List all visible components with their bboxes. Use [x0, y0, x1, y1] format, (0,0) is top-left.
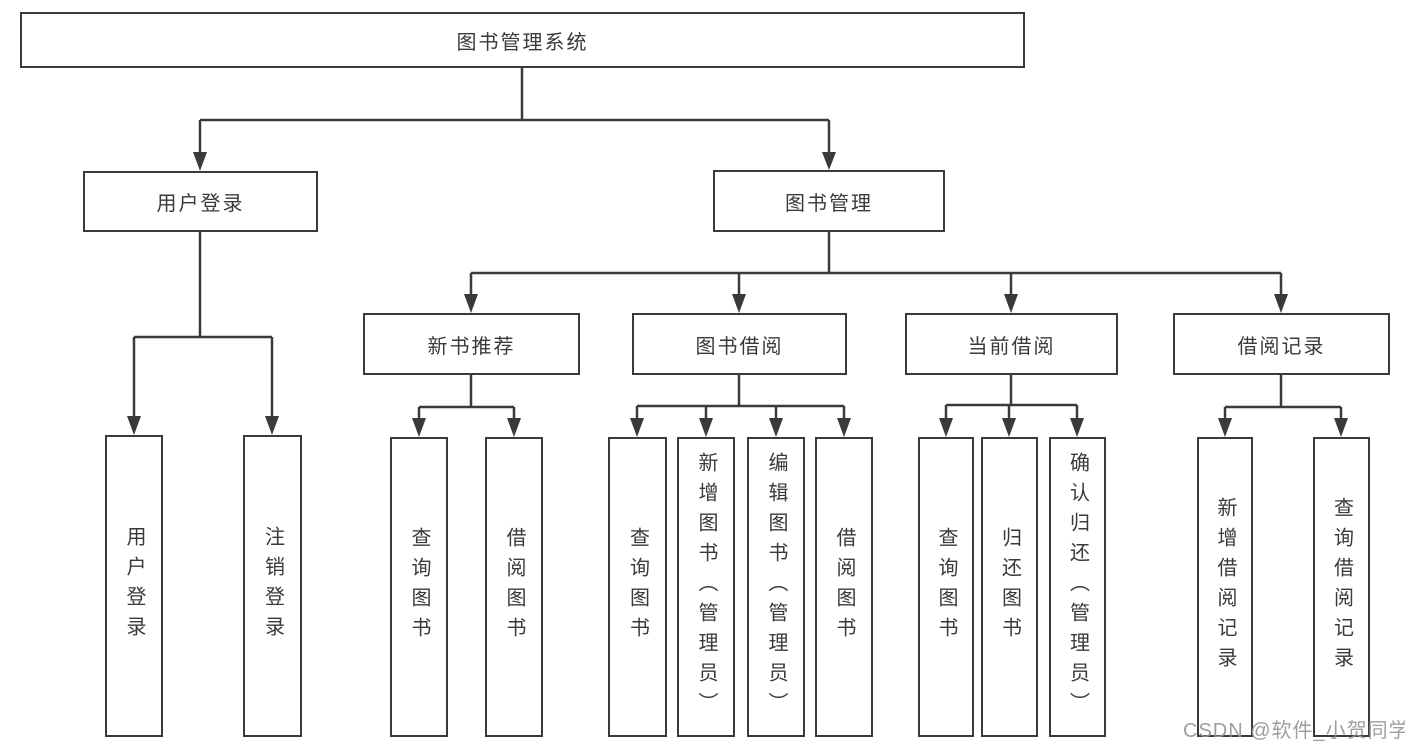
leaf-bookborrow-add: 新增图书（管理员）	[677, 437, 735, 737]
leaf-records-add: 新增借阅记录	[1197, 437, 1253, 737]
leaf-logout: 注销登录	[243, 435, 302, 737]
node-current-borrow: 当前借阅	[905, 313, 1118, 375]
connector-current-borrow-children	[939, 375, 1084, 437]
leaf-currentborrow-confirm: 确认归还（管理员）	[1049, 437, 1106, 737]
leaf-records-query: 查询借阅记录	[1313, 437, 1370, 737]
node-new-books: 新书推荐	[363, 313, 580, 375]
connector-root-to-level2	[193, 68, 836, 171]
leaf-newbooks-borrow: 借阅图书	[485, 437, 543, 737]
watermark: CSDN @软件_小贺同学	[1183, 720, 1405, 742]
connector-new-books-children	[412, 375, 521, 437]
leaf-currentborrow-return: 归还图书	[981, 437, 1038, 737]
leaf-bookborrow-edit: 编辑图书（管理员）	[747, 437, 805, 737]
leaf-currentborrow-query: 查询图书	[918, 437, 974, 737]
node-borrow-records: 借阅记录	[1173, 313, 1390, 375]
node-root: 图书管理系统	[20, 12, 1025, 68]
connector-book-borrow-children	[630, 375, 851, 437]
node-book-mgmt: 图书管理	[713, 170, 945, 232]
connector-book-mgmt-sections	[464, 232, 1288, 313]
leaf-bookborrow-borrow: 借阅图书	[815, 437, 873, 737]
leaf-user-login: 用户登录	[105, 435, 163, 737]
connector-user-login-children	[127, 232, 279, 435]
node-user-login: 用户登录	[83, 171, 318, 232]
node-book-borrow: 图书借阅	[632, 313, 847, 375]
connector-borrow-records-children	[1218, 375, 1348, 437]
leaf-newbooks-query: 查询图书	[390, 437, 448, 737]
leaf-bookborrow-query: 查询图书	[608, 437, 667, 737]
